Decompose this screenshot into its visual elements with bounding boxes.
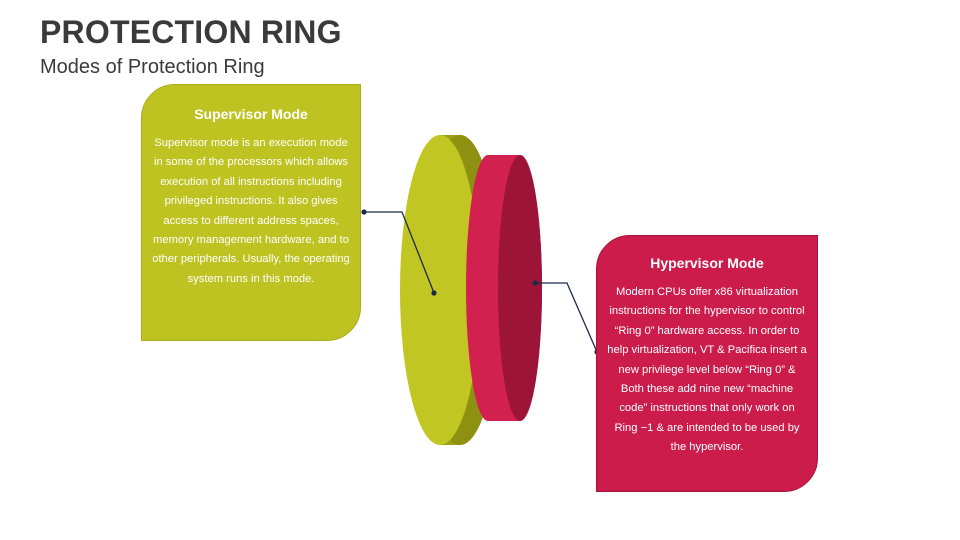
supervisor-connector <box>361 209 437 296</box>
hypervisor-connector-line <box>535 282 598 353</box>
page-title: PROTECTION RING <box>40 14 342 50</box>
hypervisor-connector <box>532 280 600 355</box>
supervisor-connector-line <box>364 211 435 294</box>
page-subtitle: Modes of Protection Ring <box>40 56 265 78</box>
outer-ring-face <box>400 135 480 445</box>
inner-ring-face-back <box>466 155 510 421</box>
supervisor-mode-description: Supervisor mode is an execution mode in … <box>152 137 350 285</box>
supervisor-mode-title: Supervisor Mode <box>194 106 308 122</box>
hypervisor-mode-card: Hypervisor Mode Modern CPUs offer x86 vi… <box>596 235 818 492</box>
inner-ring-face <box>498 155 542 421</box>
hypervisor-mode-title: Hypervisor Mode <box>650 255 764 271</box>
hypervisor-mode-description: Modern CPUs offer x86 virtualization ins… <box>607 286 807 454</box>
supervisor-mode-card: Supervisor Mode Supervisor mode is an ex… <box>141 84 361 341</box>
supervisor-connector-end-dot <box>431 290 437 296</box>
inner-ring-disc <box>466 155 542 421</box>
